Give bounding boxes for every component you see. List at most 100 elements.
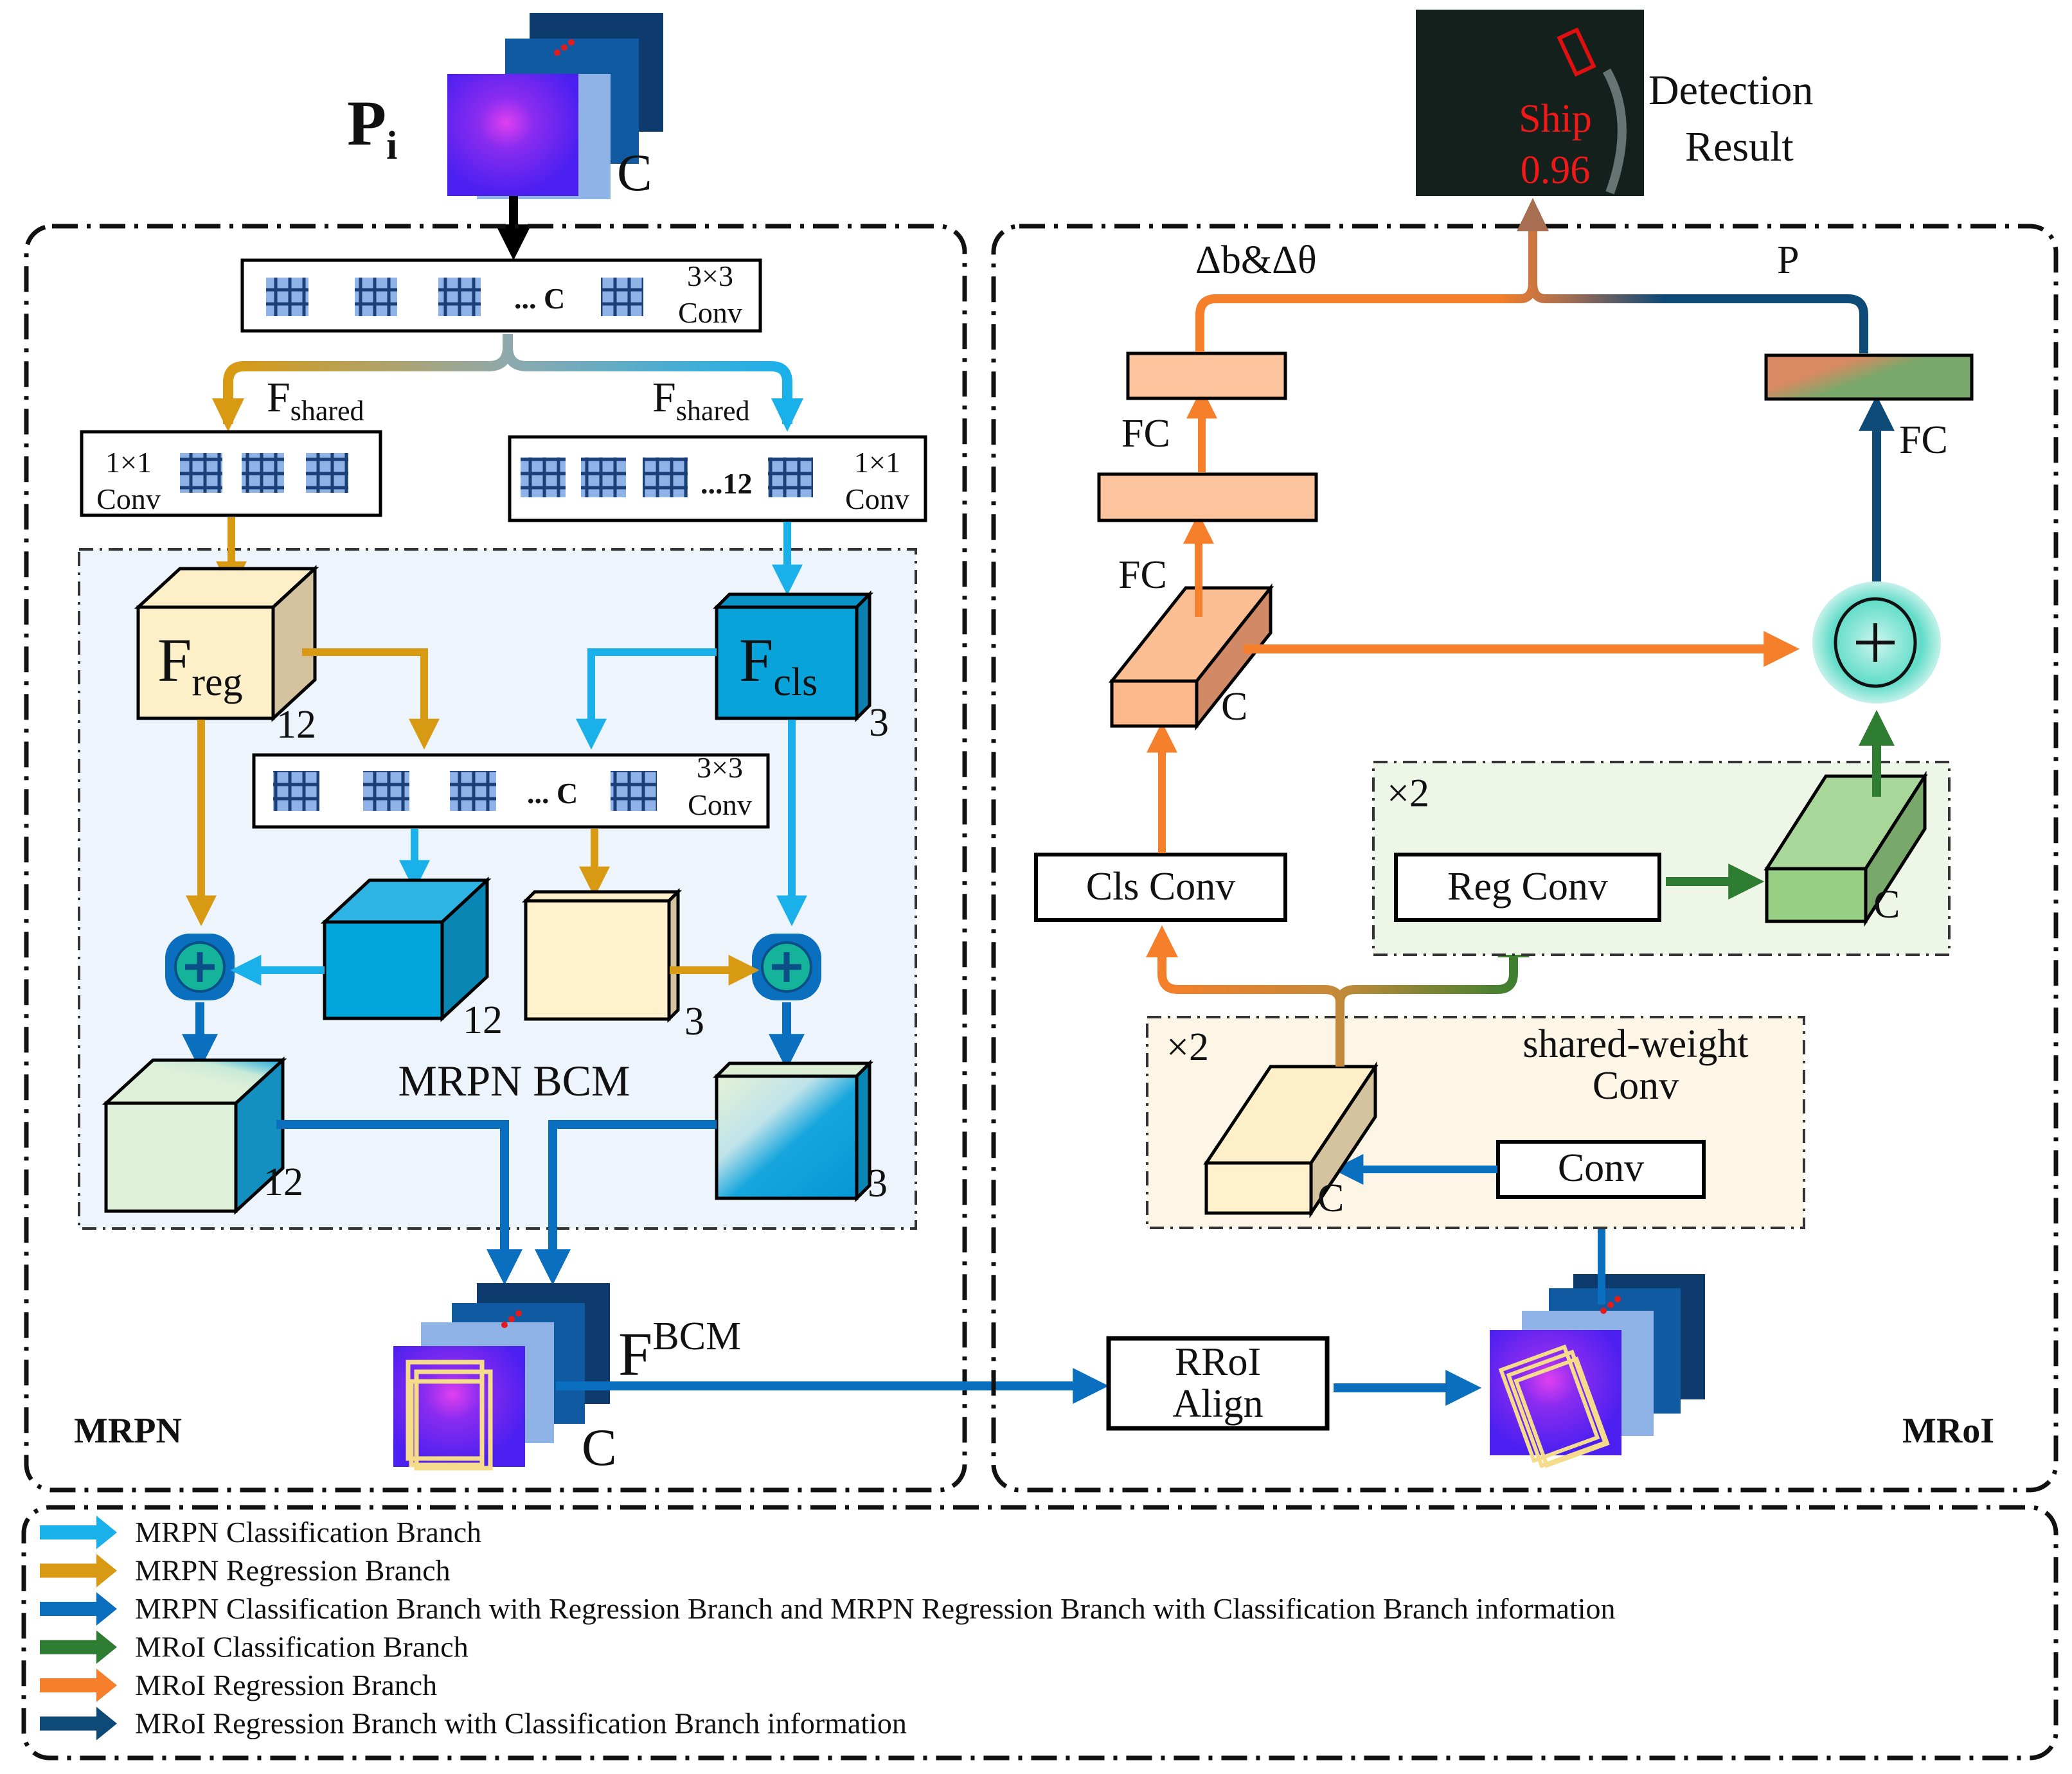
bcm-cream-cube: 3 [521,887,704,1043]
conv-kernel-icon [768,457,813,497]
shared-weight-repeat: ×2 [1166,1025,1209,1069]
ellipsis-dot [1614,1296,1621,1302]
legend-label: MRoI Regression Branch [135,1669,437,1701]
proposal-box [414,1369,493,1471]
fc-label-2: FC [1121,412,1170,456]
legend-item: MRoI Classification Branch [40,1630,469,1664]
cube-dim: C [1221,685,1247,729]
ellipsis-dot [1600,1308,1607,1314]
rotated-proposal-box [1514,1356,1610,1468]
classification-output-label: P [1777,238,1799,282]
fc-classification-output [1764,353,1974,401]
rotated-proposal-box [1498,1344,1600,1464]
fbcm-label: FBCM [618,1315,741,1388]
rroi-align-line1: RRoI [1175,1340,1261,1384]
conv-kernel-icon [581,457,626,497]
mrpn-section-label: MRPN [74,1411,182,1451]
bcm-out-cube-right: 3 [712,1059,888,1205]
fc-label-1: FC [1118,553,1167,597]
ship-wake [1602,68,1627,195]
legend-arrow-icon [40,1707,117,1741]
legend-arrow-icon [40,1669,117,1702]
regression-output-label: Δb&Δθ [1195,238,1317,282]
mrpn-conv3x3-top: ... C 3×3 Conv [240,258,762,333]
legend-arrow-icon [40,1592,117,1626]
conv-kernel-icon [643,457,688,497]
arrowhead [771,398,803,432]
kernel-count: ...12 [701,467,753,500]
freg-dim: 12 [276,703,316,747]
detection-title-line2: Result [1685,123,1794,170]
fshared-left-label: Fshared [267,374,364,427]
conv-size: 1×1 [854,446,900,479]
fbcm-feature-stack: FBCM C [393,1283,741,1477]
plus-icon [185,952,215,982]
conv-kernel-icon [306,453,348,493]
legend-frame [21,1505,2059,1761]
conv-name: Conv [688,788,752,821]
reg-conv-box: Reg Conv [1394,853,1661,922]
conv-label: Conv [1558,1146,1644,1190]
arrowhead [1146,925,1178,957]
legend-item: MRPN Classification Branch [40,1516,481,1549]
reg-green-cube: C [1764,770,1928,927]
fcls-to-conv-arrow [576,648,717,750]
legend-label: MRoI Classification Branch [135,1631,469,1663]
input-label: Pi [347,87,397,168]
conv-kernel-icon [438,278,481,316]
input-channels-label: C [617,143,652,202]
rroi-align-line2: Align [1172,1382,1263,1426]
conv-kernel-icon [273,771,319,811]
detection-bbox [1557,27,1596,77]
output-combine-arrow [1195,212,1868,353]
fshared-split-arrow [223,334,792,424]
conv-name: Conv [845,483,909,515]
proposal-box [409,1379,485,1468]
legend-label: MRPN Classification Branch [135,1516,481,1548]
fc-layer-1 [1097,472,1318,522]
fbcm-channels-label: C [582,1418,617,1477]
conv-kernel-icon [611,771,657,811]
fc-label-right: FC [1899,418,1948,462]
legend-item: MRPN Regression Branch [40,1554,451,1588]
legend-arrow-icon [40,1516,117,1549]
legend-item: MRoI Regression Branch with Classificati… [40,1707,907,1741]
freg-to-conv-arrow [302,648,440,750]
cube-dim: 3 [868,1162,888,1205]
cls-orange-cube: C [1108,583,1274,731]
sum-node-left [165,934,235,1000]
bcm-blue-cube: 12 [320,876,503,1042]
reg-conv-label: Reg Conv [1447,865,1608,909]
legend-arrow-icon [40,1554,117,1588]
detection-result: Ship 0.96 Detection Result [1416,10,1814,196]
legend-label: MRoI Regression Branch with Classificati… [135,1707,907,1740]
freg-cube: Freg 12 [134,565,319,747]
cls-conv-label: Cls Conv [1086,865,1236,909]
arrowhead [212,398,244,432]
ellipsis-dot [515,1310,522,1317]
cube-dim: 12 [263,1160,303,1204]
detection-title-line1: Detection [1648,67,1814,114]
ellipsis-dot [554,49,560,56]
conv-kernel-icon [242,453,284,493]
conv-kernel-icon [521,457,566,497]
conv-kernel-icon [355,278,397,316]
freg-label: Freg [157,626,243,704]
out-left-to-fbcm-arrow [276,1120,522,1286]
fcls-label: Fcls [739,626,817,704]
legend-item: MRPN Classification Branch with Regressi… [40,1592,1616,1626]
mroi-section-label: MRoI [1902,1411,1994,1451]
bcm-label: MRPN BCM [398,1056,630,1105]
sar-heatmap-image [447,74,578,196]
input-feature-stack: Pi C [347,13,663,202]
out-right-to-fbcm-arrow [535,1120,717,1286]
kernel-count: ... C [527,777,578,810]
legend-item: MRoI Regression Branch [40,1669,437,1702]
conv-size: 3×3 [687,260,733,292]
reg-block-repeat: ×2 [1387,772,1429,815]
legend-label: MRPN Regression Branch [135,1554,451,1587]
mrpn-conv1x1-right: ...12 1×1 Conv [508,435,927,522]
ellipsis-dot [508,1316,515,1322]
